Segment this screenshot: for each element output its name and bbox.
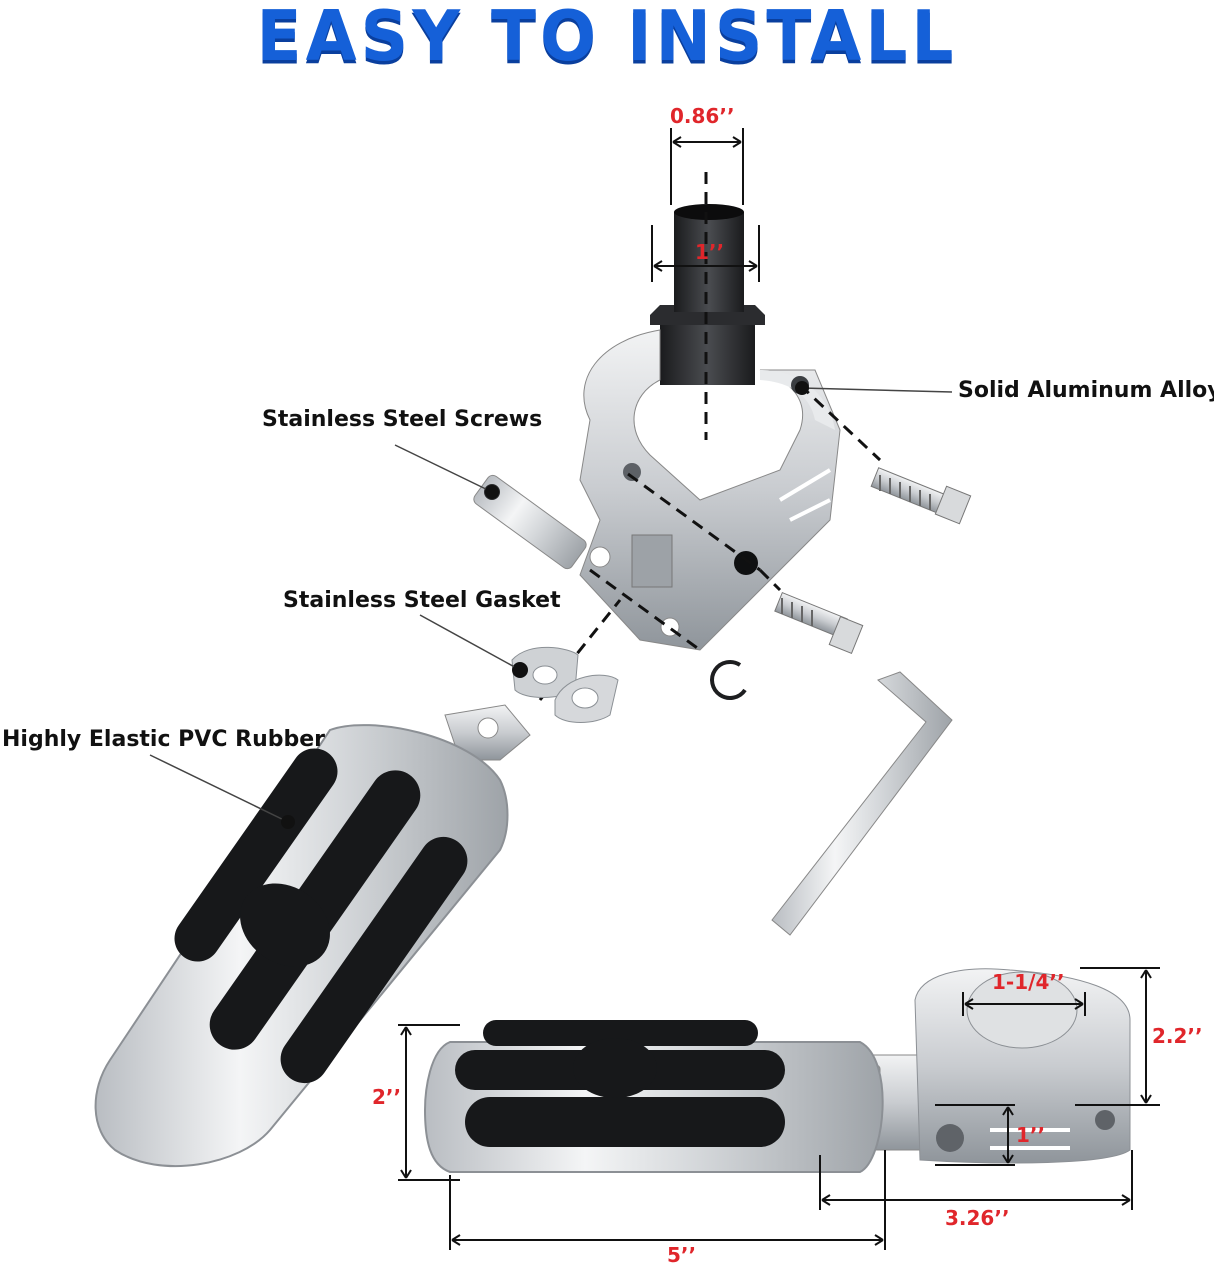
dim-clamp-bore: 1-1/4’’: [992, 970, 1065, 994]
label-dots: [281, 381, 809, 829]
page-title: EASY TO INSTALL: [256, 0, 958, 77]
sleeve-dimension-lines: [651, 128, 760, 282]
dim-peg-height: 2’’: [372, 1085, 402, 1109]
dim-mount-length: 3.26’’: [945, 1206, 1010, 1230]
dim-mount-height: 1’’: [1016, 1123, 1046, 1147]
label-leaders: [149, 387, 953, 823]
hex-key: [771, 671, 953, 936]
dim-clamp-height: 2.2’’: [1152, 1024, 1203, 1048]
e-clip: [710, 660, 747, 700]
footpeg-lower: [423, 968, 1131, 1173]
dim-sleeve-top: 0.86’’: [670, 104, 735, 128]
screw-lower: [774, 591, 864, 655]
aluminum-clamp: [579, 329, 841, 651]
gaskets: [511, 646, 619, 723]
label-stainless-gasket: Stainless Steel Gasket: [283, 588, 561, 613]
label-aluminum-alloy: Solid Aluminum Alloy: [958, 378, 1214, 403]
lower-dimension-lines: [398, 967, 1160, 1250]
dim-sleeve-outer: 1’’: [695, 240, 725, 264]
footpeg-upper: [94, 704, 531, 1168]
label-stainless-screws: Stainless Steel Screws: [262, 407, 543, 432]
label-pvc-rubber: Highly Elastic PVC Rubber: [2, 727, 325, 752]
screw-upper: [870, 467, 972, 525]
dim-peg-length: 5’’: [667, 1243, 697, 1267]
